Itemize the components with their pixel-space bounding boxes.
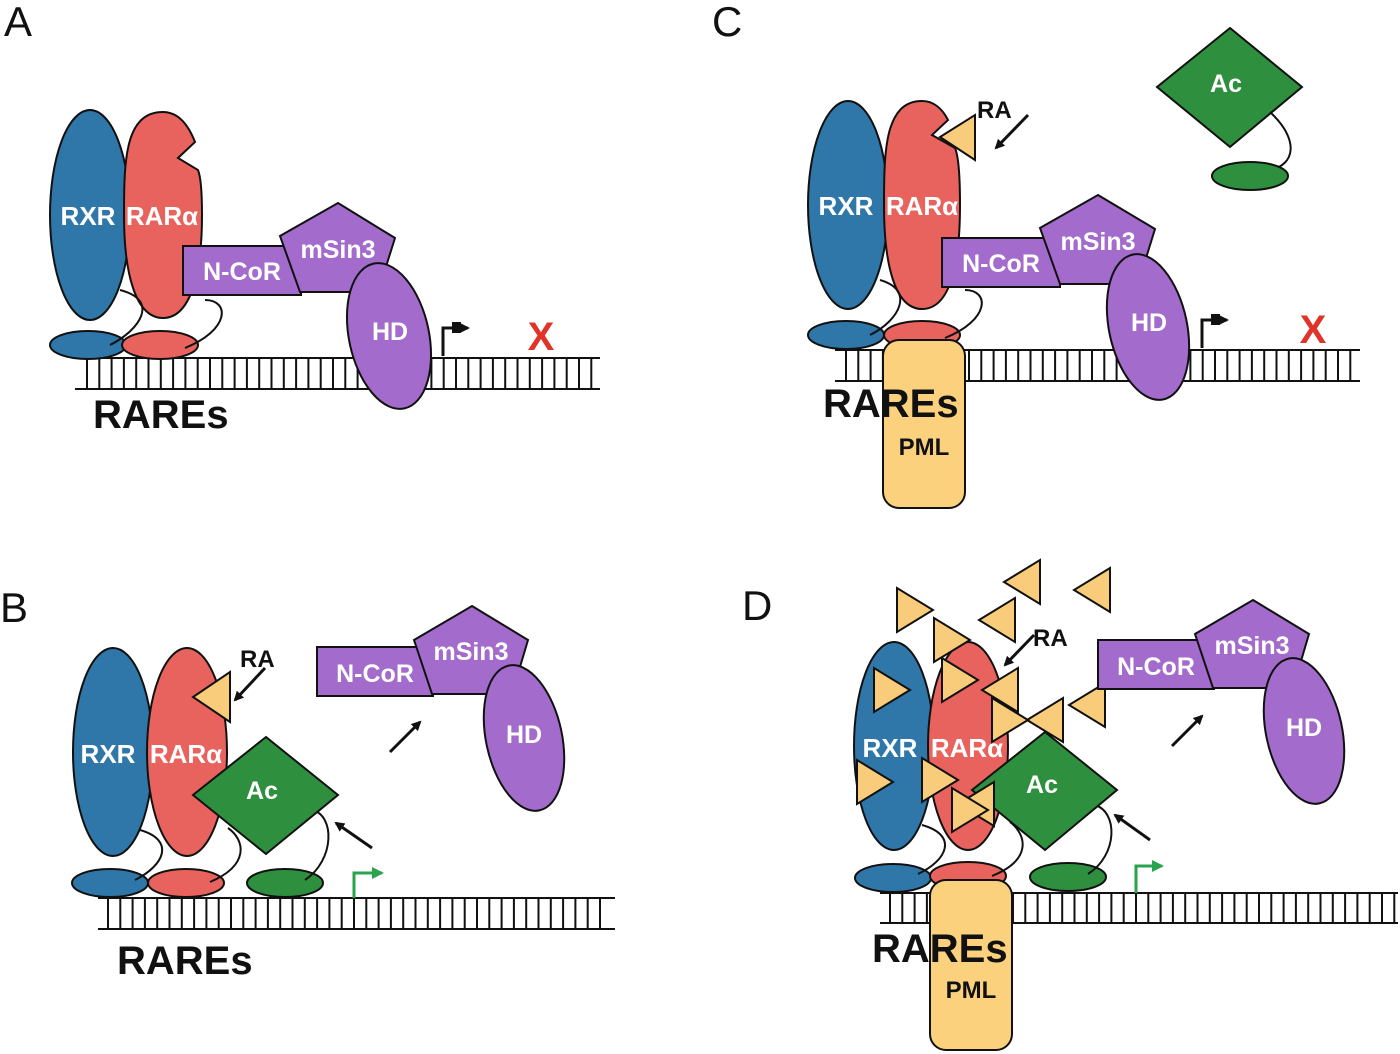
ra-triangle [921, 756, 960, 804]
pml-label: PML [946, 977, 997, 1004]
hd-ellipse [482, 664, 566, 812]
hd-ellipse [1105, 253, 1191, 401]
ra-triangle [991, 696, 1030, 744]
dna-ladder-a [75, 357, 600, 390]
pml-box [929, 879, 1013, 1051]
ac-label: Ac [246, 777, 278, 805]
ra-label: RA [240, 646, 275, 673]
ncor-label: N-CoR [336, 660, 414, 688]
hd-label: HD [372, 318, 408, 346]
ra-triangle [941, 656, 980, 704]
ncor-label: N-CoR [962, 250, 1040, 278]
ra-triangle [938, 113, 976, 162]
ac-diamond [191, 735, 340, 856]
msin3-label: mSin3 [433, 638, 508, 666]
rara-dbd [121, 330, 199, 360]
rara-label: RARα [886, 191, 958, 221]
ra-triangle [1025, 696, 1064, 744]
rares-label-c: RAREs [823, 382, 959, 426]
rxr-dbd [71, 868, 149, 898]
hd-label: HD [1131, 309, 1167, 337]
rxr-label: RXR [819, 191, 874, 221]
ra-triangle [873, 666, 912, 714]
ra-triangle [856, 758, 895, 806]
rxr-label: RXR [81, 739, 136, 769]
panel-letter-d: D [742, 582, 772, 629]
ncor-box [316, 646, 434, 697]
panel-letter-b: B [0, 584, 28, 631]
panel-a: A RXR RARα N-CoR mSin3 HD X RAREs [4, 0, 600, 437]
rara-label: RARα [150, 739, 222, 769]
ra-label: RA [977, 97, 1012, 124]
rares-label-b: RAREs [117, 939, 253, 983]
rara-label: RARα [126, 201, 198, 231]
msin3-label: mSin3 [300, 236, 375, 264]
promoter-arrow-b [352, 867, 384, 898]
rxr-label: RXR [863, 733, 918, 763]
msin3-label: mSin3 [1214, 632, 1289, 660]
hd-label: HD [506, 721, 542, 749]
promoter-arrow-d [1134, 860, 1164, 893]
ncor-label: N-CoR [203, 258, 281, 286]
ncor-label: N-CoR [1117, 653, 1195, 681]
hd-ellipse [1262, 657, 1346, 805]
x-mark-a: X [528, 315, 555, 359]
ncor-box [1097, 639, 1215, 690]
rxr-dbd [854, 863, 932, 893]
ra-triangle [1002, 558, 1041, 606]
ra-triangle [191, 670, 231, 724]
panel-d: D PML RXR RARα Ac RA N-CoR mSin3 HD [742, 558, 1398, 1051]
rara-dbd [147, 868, 225, 898]
panel-b: B RXR RARα RA Ac N-CoR mSin3 HD [0, 584, 615, 983]
rxr-label: RXR [61, 201, 116, 231]
hd-ellipse [345, 262, 433, 410]
ra-triangle [1072, 566, 1111, 614]
rxr-dbd [807, 320, 885, 350]
ac-label: Ac [1210, 70, 1242, 98]
rares-label-a: RAREs [93, 393, 229, 437]
ac-label: Ac [1026, 771, 1058, 799]
panel-letter-a: A [4, 0, 32, 45]
dna-ladder-b [98, 897, 615, 930]
pml-label: PML [899, 434, 950, 461]
ra-triangles [856, 558, 1111, 834]
x-mark-c: X [1300, 308, 1327, 352]
rxr-dbd [49, 330, 127, 360]
rares-label-d: RAREs [872, 927, 1008, 971]
ac-dbd [246, 868, 324, 898]
ra-label: RA [1033, 625, 1068, 652]
ra-triangle [896, 586, 935, 634]
ac-dbd [1211, 161, 1289, 191]
ac-dbd [1029, 862, 1107, 892]
pml-box [882, 339, 966, 509]
hd-label: HD [1286, 714, 1322, 742]
ac-diamond [970, 730, 1119, 852]
ra-triangle [980, 666, 1019, 714]
panel-c: C PML RXR RARα RA N-CoR mSin3 HD Ac [712, 0, 1360, 509]
msin3-label: mSin3 [1060, 228, 1135, 256]
ra-triangle [977, 596, 1016, 644]
ac-diamond [1155, 26, 1304, 149]
panel-letter-c: C [712, 0, 742, 45]
ra-triangle [933, 616, 972, 664]
ra-triangle [951, 786, 990, 834]
ra-triangle [1067, 681, 1106, 729]
